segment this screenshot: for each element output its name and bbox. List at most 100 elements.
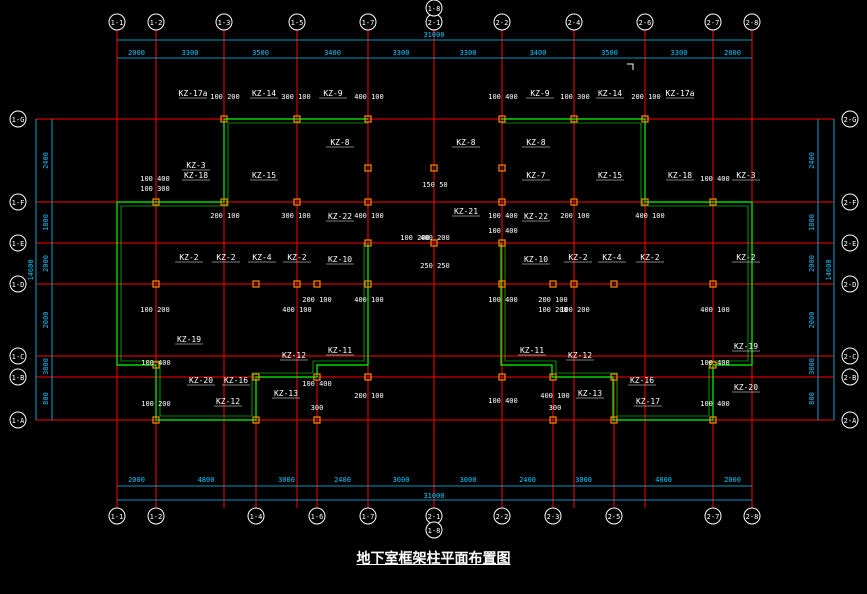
dim-bottom-segment: 3000 [278,476,295,484]
axis-bubble-bottom: 1-6 [308,507,326,525]
axis-bubble-circle [743,13,761,31]
column-marker [293,198,301,206]
axis-bubble-label: 2-4 [568,19,581,27]
column-type-label: KZ-22 [524,212,548,221]
column-marker [313,416,321,424]
column-type-label: KZ-8 [526,138,545,147]
column-marker [220,198,228,206]
dim-left-segment: 2100 [0,0,8,2]
column-marker [364,280,372,288]
axis-bubble-top: 1-5 [288,13,306,31]
column-marker [549,280,557,288]
axis-bubble-right: 2-B [841,368,859,386]
wall-outline-right [500,118,753,421]
axis-bubble-circle [247,507,265,525]
column-type-label: KZ-18 [668,171,692,180]
axis-bubble-circle [605,507,623,525]
column-type-label: KZ-22 [328,212,352,221]
axis-bubble-bottom-center: 1-8 [425,521,443,539]
axis-bubble-bottom: 1-1 [108,507,126,525]
column-size-label: 300 [549,404,562,412]
axis-bubble-circle [9,193,27,211]
axis-bubble-label: 2-8 [746,19,759,27]
column-marker [570,198,578,206]
column-markers [152,115,717,424]
axis-bubble-right: 2-C [841,347,859,365]
column-type-label: KZ-19 [177,335,201,344]
column-size-label: 200 100 [560,212,590,220]
axis-bubble-circle [743,507,761,525]
column-size-label: 400 100 [700,306,730,314]
column-marker [252,416,260,424]
axis-bubble-circle [493,507,511,525]
column-marker [220,115,228,123]
dim-top-segment: 3400 [530,49,547,57]
column-marker [293,115,301,123]
column-type-label: KZ-10 [328,255,352,264]
axis-bubble-label: 1-7 [362,513,375,521]
axis-bubble-bottom: 1-4 [247,507,265,525]
drawing-title: 地下室框架柱平面布置图 [356,551,511,567]
column-marker [498,239,506,247]
axis-bubble-bottom: 1-7 [359,507,377,525]
column-size-label: 400 100 [354,93,384,101]
column-marker [313,280,321,288]
column-type-label: KZ-2 [179,253,198,262]
column-size-label: 100 400 [302,380,332,388]
axis-bubble-circle [841,347,859,365]
dim-right-segment: 2000 [808,255,816,272]
axis-bubble-left: 1-E [9,234,27,252]
axis-bubble-circle [359,507,377,525]
column-type-label: KZ-12 [282,351,306,360]
axis-bubble-top: 2-7 [704,13,722,31]
axis-bubble-bottom: 2-3 [544,507,562,525]
column-size-label: 200 100 [302,296,332,304]
column-marker [152,198,160,206]
axis-bubble-label: 2-3 [547,513,560,521]
dim-top-segment: 3300 [182,49,199,57]
column-marker [709,416,717,424]
column-size-label: 400 100 [540,392,570,400]
axis-bubble-label: 2-E [844,240,857,248]
axis-bubble-label: 2-A [844,417,857,425]
axis-bubble-label: 1-2 [150,19,163,27]
axis-bubble-top: 2-4 [565,13,583,31]
column-type-label: KZ-14 [598,89,622,98]
column-marker [364,198,372,206]
dim-right-total: 14600 [825,259,833,280]
column-type-label: KZ-17a [179,89,208,98]
axis-bubble-circle [565,13,583,31]
axis-bubble-left: 1-F [9,193,27,211]
column-size-label: 300 [311,404,324,412]
dim-right-segment: 800 [808,392,816,405]
axis-bubble-label: 1-D [12,281,25,289]
axis-bubble-label: 1-A [12,417,25,425]
column-size-label: 400 100 [354,212,384,220]
axis-bubble-circle [108,13,126,31]
wall-outline-right-inner [501,122,749,417]
column-marker [152,361,160,369]
axis-bubble-bottom: 2-2 [493,507,511,525]
axis-bubble-label: 1-8 [428,527,441,535]
axis-bubble-label: 2-2 [496,19,509,27]
column-size-label: 100 400 [140,175,170,183]
column-size-label: 400 100 [635,212,665,220]
axis-bubble-label: 2-2 [496,513,509,521]
dim-right-segment: 2100 [0,0,8,2]
column-size-label: 300 100 [281,93,311,101]
column-size-label: 300 100 [281,212,311,220]
axis-bubble-circle [841,110,859,128]
axis-bubble-label: 1-5 [291,19,304,27]
small-marker [627,63,634,70]
axis-bubble-label: 2-D [844,281,857,289]
axis-bubble-label: 1-G [12,116,25,124]
axis-bubble-top: 1-7 [359,13,377,31]
axis-bubble-circle [9,411,27,429]
dim-top-segment: 3300 [671,49,688,57]
axis-bubble-circle [493,13,511,31]
column-marker [610,280,618,288]
column-size-label: 100 200 [560,306,590,314]
